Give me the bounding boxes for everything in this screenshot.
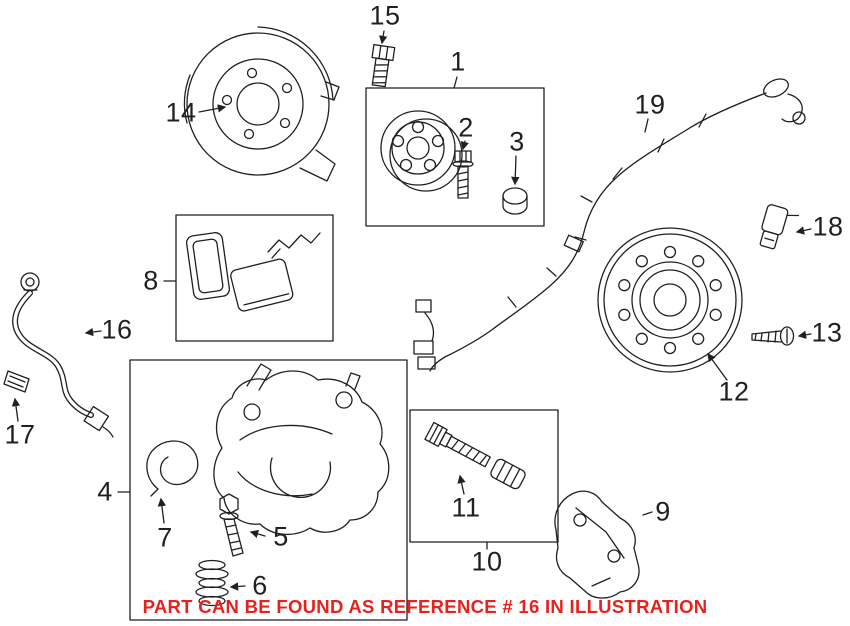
callout-10: 10 [471,546,503,577]
hub-flange-bolt-drawing [452,150,474,199]
guide-pin-box [409,409,559,543]
callout-14: 14 [165,97,197,128]
brake-rotor-drawing [597,227,743,373]
callout-1: 1 [450,46,466,77]
callout-19: 19 [634,89,666,120]
leader-lines [11,30,812,591]
guide-bolt-drawing [424,421,491,468]
piston-boot-drawing [195,559,229,607]
callout-8: 8 [143,265,159,296]
callout-3: 3 [509,126,525,157]
callout-12: 12 [718,376,750,407]
callout-15: 15 [369,0,401,31]
callout-13: 13 [811,317,843,348]
abs-sensor-drawing [759,204,800,250]
callout-18: 18 [812,211,844,242]
caliper-bolt-drawing [219,493,244,557]
callout-16: 16 [101,314,133,345]
brake-hose-drawing [12,272,114,438]
callout-17: 17 [4,419,36,450]
callout-9: 9 [655,496,671,527]
rotor-screw-drawing [751,326,795,346]
callout-2: 2 [458,112,474,143]
dust-cap-drawing [502,187,528,215]
brake-pads-box [175,214,334,342]
caliper-bracket-drawing [554,490,640,599]
callout-4: 4 [97,476,113,507]
hub-bolt-drawing [371,44,396,88]
pad-spring-drawing [146,440,199,497]
callout-7: 7 [157,522,173,553]
callout-6: 6 [252,570,268,601]
callout-11: 11 [451,492,481,523]
reference-note: PART CAN BE FOUND AS REFERENCE # 16 IN I… [142,596,708,617]
caliper-drawing [213,363,390,535]
wheel-hub-drawing [380,110,463,192]
guide-bushing-drawing [490,458,526,490]
hub-assembly-box [365,87,545,227]
abs-harness-drawing [413,78,806,372]
callout-5: 5 [273,521,289,552]
brake-pads-drawing [185,232,321,312]
splash-shield-drawing [183,26,340,182]
caliper-box [129,359,408,621]
hose-clip-drawing [3,370,30,393]
